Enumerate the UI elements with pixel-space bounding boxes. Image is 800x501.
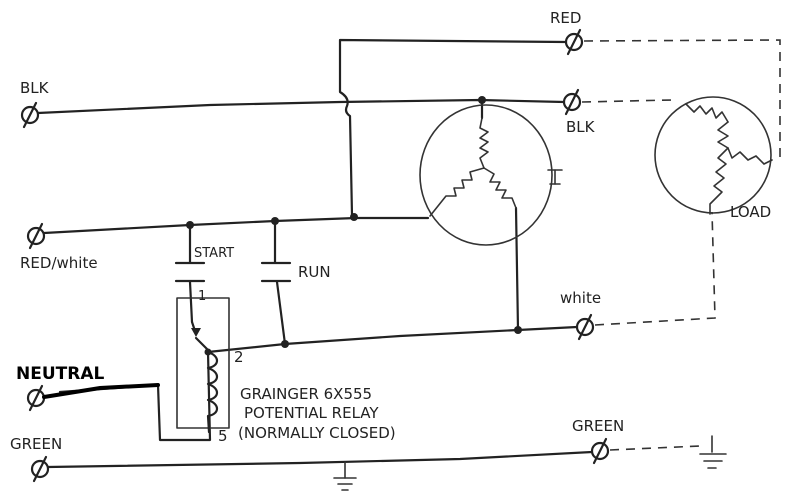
dashed-red-to-load	[583, 39, 781, 160]
label-relay-model: GRAINGER 6X555	[240, 385, 372, 403]
terminal-red-white	[26, 222, 46, 250]
dashed-green-ground	[609, 445, 701, 451]
label-run: RUN	[298, 263, 331, 281]
wire-neutral	[42, 383, 160, 399]
label-relay-type: POTENTIAL RELAY	[244, 404, 379, 422]
dashed-ground-symbol	[699, 435, 727, 469]
label-green-right: GREEN	[572, 417, 624, 435]
wire-white	[206, 325, 579, 354]
terminal-red	[564, 28, 584, 56]
terminal-green-right	[590, 437, 610, 465]
wire-start-branch	[188, 223, 194, 324]
motor-symbol	[419, 104, 563, 246]
load-symbol	[654, 96, 773, 215]
terminal-blk-right	[562, 88, 582, 116]
label-start: START	[194, 246, 234, 261]
terminal-blk-left	[20, 101, 40, 129]
start-capacitor	[174, 261, 206, 283]
wire-red-white	[42, 216, 430, 235]
wire-blk	[36, 98, 566, 115]
label-red: RED	[550, 9, 581, 27]
wire-green	[46, 450, 594, 469]
terminal-neutral	[26, 384, 46, 412]
potential-relay	[176, 297, 230, 434]
wire-run-branch	[273, 219, 287, 346]
label-blk-left: BLK	[20, 79, 50, 97]
terminal-green-left	[30, 455, 50, 483]
wire-red	[338, 38, 568, 217]
label-relay-note: (NORMALLY CLOSED)	[238, 424, 396, 442]
label-load: LOAD	[730, 203, 771, 221]
terminal-white	[575, 313, 595, 341]
label-pin-5: 5	[218, 427, 228, 445]
label-neutral: NEUTRAL	[16, 364, 104, 384]
ground-symbol	[333, 461, 357, 491]
label-green-left: GREEN	[10, 435, 62, 453]
dashed-blk-to-load	[581, 99, 673, 103]
wire-motor-white	[514, 206, 520, 332]
label-pin-1: 1	[198, 289, 206, 304]
label-red-white: RED/white	[20, 254, 98, 272]
label-white: white	[560, 289, 601, 307]
label-pin-2: 2	[234, 348, 244, 366]
dashed-white-to-load	[594, 211, 716, 326]
run-capacitor	[260, 261, 292, 283]
label-blk-right: BLK	[566, 118, 596, 136]
